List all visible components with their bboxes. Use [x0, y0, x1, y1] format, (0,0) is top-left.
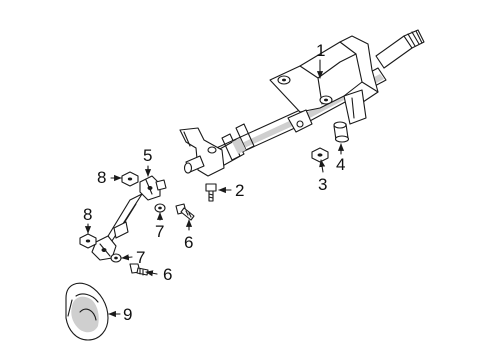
callout-9: 9 [123, 305, 132, 324]
mounting-bolt [205, 183, 217, 202]
callout-8-upper: 8 [97, 168, 106, 187]
callout-7-lower: 7 [136, 248, 145, 267]
pinch-bolt-lower [129, 263, 149, 276]
callout-6-lower: 6 [163, 265, 172, 284]
cap-nut [333, 121, 350, 143]
leader-3 [319, 159, 326, 173]
hex-nut [311, 147, 329, 163]
callout-5: 5 [143, 146, 152, 165]
small-nut-lower [79, 233, 97, 249]
pinch-bolt-upper [175, 203, 195, 221]
steering-column-assembly [179, 29, 425, 177]
callout-8-lower: 8 [83, 205, 92, 224]
small-nut-upper [121, 171, 139, 187]
intermediate-shaft [91, 175, 167, 261]
callout-7-upper: 7 [155, 222, 164, 241]
column-cover [65, 282, 109, 341]
callout-3: 3 [318, 175, 327, 194]
washer-upper [154, 203, 166, 213]
leader-6b [145, 270, 158, 277]
callout-1: 1 [316, 41, 325, 60]
callout-2: 2 [235, 181, 244, 200]
leader-7b [121, 254, 133, 261]
leader-lines [84, 59, 345, 318]
washer-lower [110, 253, 122, 263]
callout-4: 4 [336, 155, 345, 174]
callout-6-upper: 6 [184, 233, 193, 252]
